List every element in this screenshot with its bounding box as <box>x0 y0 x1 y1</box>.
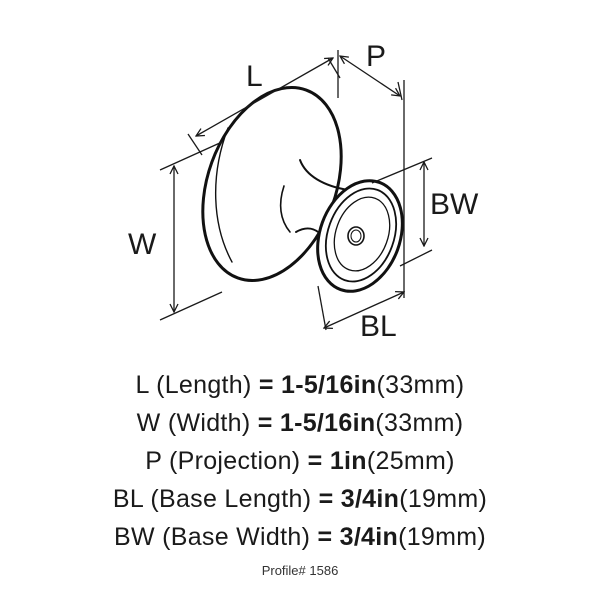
spec-row-base-length: BL (Base Length) = 3/4in(19mm) <box>0 480 600 518</box>
profile-number: Profile# 1586 <box>261 563 339 578</box>
spec-code: BW <box>113 523 155 551</box>
knob-base-outer <box>316 179 404 293</box>
l-dimension-line <box>196 58 333 136</box>
spec-row-length: L (Length) = 1-5/16in(33mm) <box>0 366 600 404</box>
bl-extension-1 <box>317 285 327 331</box>
knob-dimension-diagram: L P W BW BL <box>128 40 479 343</box>
screw-hole-thread <box>350 229 362 243</box>
knob-drawing <box>201 86 404 293</box>
bw-extension-2 <box>399 249 433 267</box>
spec-code: W <box>136 409 161 437</box>
spec-row-projection: P (Projection) = 1in(25mm) <box>0 442 600 480</box>
spec-metric: (33mm) <box>376 371 465 399</box>
spec-row-width: W (Width) = 1-5/16in(33mm) <box>0 404 600 442</box>
spec-row-base-width: BW (Base Width) = 3/4in(19mm) <box>0 518 600 556</box>
knob-base-middle <box>325 187 397 283</box>
spec-metric: (25mm) <box>366 447 455 475</box>
spec-imperial: 1-5/16in <box>281 371 377 399</box>
spec-equals: = <box>318 485 334 513</box>
spec-imperial: 1in <box>329 447 367 475</box>
p-dimension-line <box>340 56 400 96</box>
spec-metric: (33mm) <box>375 409 464 437</box>
spec-name: (Width) <box>167 409 251 437</box>
spec-name: (Base Width) <box>162 523 311 551</box>
spec-name: (Length) <box>156 371 252 399</box>
knob-face-rim <box>215 127 233 263</box>
spec-imperial: 3/4in <box>339 523 399 551</box>
dimension-spec-list: L (Length) = 1-5/16in(33mm) W (Width) = … <box>0 366 600 556</box>
spec-name: (Projection) <box>169 447 301 475</box>
bw-extension-1 <box>371 157 433 184</box>
spec-name: (Base Length) <box>150 485 312 513</box>
label-bw: BW <box>430 188 479 221</box>
dimension-labels: L P W BW BL <box>128 40 479 343</box>
label-w: W <box>128 228 157 261</box>
spec-imperial: 3/4in <box>340 485 400 513</box>
spec-code: L <box>135 371 149 399</box>
knob-neck-top <box>299 159 349 191</box>
spec-imperial: 1-5/16in <box>279 409 376 437</box>
dimension-lines <box>159 50 433 331</box>
label-p: P <box>366 40 386 73</box>
spec-equals: = <box>307 447 323 475</box>
spec-equals: = <box>257 409 273 437</box>
knob-base-inner <box>333 196 391 272</box>
p-extension-2 <box>397 81 403 101</box>
screw-hole <box>347 226 365 246</box>
spec-code: BL <box>112 485 144 513</box>
spec-equals: = <box>258 371 274 399</box>
bl-dimension-line <box>324 292 404 328</box>
spec-metric: (19mm) <box>398 523 487 551</box>
knob-neck-curve <box>279 185 291 233</box>
spec-metric: (19mm) <box>399 485 488 513</box>
spec-code: P <box>145 447 162 475</box>
label-bl: BL <box>360 310 397 343</box>
spec-equals: = <box>317 523 333 551</box>
label-l: L <box>246 60 263 93</box>
w-extension-2 <box>159 291 223 321</box>
